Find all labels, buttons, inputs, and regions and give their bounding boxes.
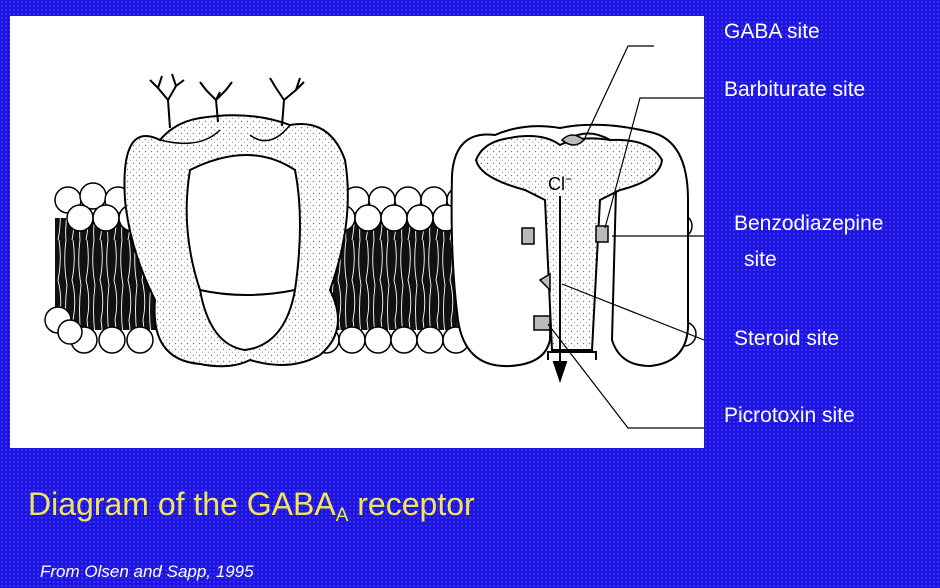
receptor-right-channel <box>452 125 688 366</box>
label-benzodiazepine: Benzodiazepine <box>734 212 883 236</box>
receptor-left <box>124 115 347 366</box>
picrotoxin-site-marker <box>534 316 550 330</box>
citation: From Olsen and Sapp, 1995 <box>40 562 254 582</box>
label-benzodiazepine-site: site <box>744 248 777 272</box>
label-picrotoxin-site: Picrotoxin site <box>724 404 855 428</box>
label-steroid-site: Steroid site <box>734 327 839 351</box>
title-main: Diagram of the GABA <box>28 486 336 522</box>
benzodiazepine-site-marker-right <box>596 226 608 242</box>
label-gaba-site: GABA site <box>724 20 820 44</box>
label-barbiturate-site: Barbiturate site <box>724 78 865 102</box>
title-suffix: receptor <box>348 486 474 522</box>
title-subscript: A <box>336 505 349 526</box>
benzodiazepine-site-marker-left <box>522 228 534 244</box>
slide-title: Diagram of the GABAA receptor <box>28 486 475 527</box>
